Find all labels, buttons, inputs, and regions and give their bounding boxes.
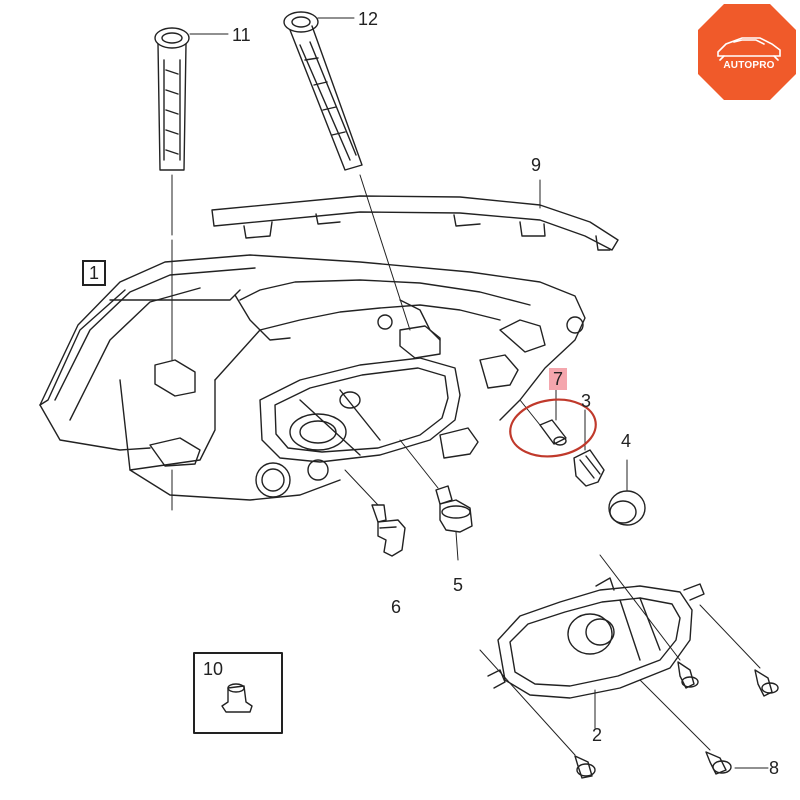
callout-1: 1 — [82, 260, 107, 286]
callout-8: 8 — [769, 758, 780, 778]
logo-text: AUTOPRO — [723, 60, 775, 71]
part-6-bulb — [344, 469, 406, 557]
highlight-ring — [509, 398, 597, 458]
part-9-trim-strip — [211, 179, 619, 251]
callout-12: 12 — [358, 9, 379, 29]
callout-2: 2 — [592, 725, 603, 745]
autopro-logo — [698, 4, 796, 100]
part-1-headlamp-housing — [39, 239, 586, 511]
part-12-adjuster — [283, 11, 411, 331]
callout-9: 9 — [531, 155, 542, 175]
callout-11: 11 — [232, 25, 251, 45]
callout-6: 6 — [391, 597, 402, 617]
part-8-screws — [479, 554, 779, 779]
callout-5: 5 — [453, 575, 464, 595]
part-10-clip — [193, 652, 283, 734]
callout-10: 10 — [203, 659, 224, 679]
car-icon — [717, 37, 781, 61]
part-4-cap — [608, 459, 646, 526]
part-5-bulb — [399, 439, 473, 561]
part-3-bulb-holder — [573, 409, 605, 487]
part-2-fog-lamp — [487, 577, 705, 729]
callout-4: 4 — [621, 431, 632, 451]
part-11-adjuster — [154, 27, 190, 236]
callout-3: 3 — [581, 391, 592, 411]
part-7-small-bulb — [519, 384, 567, 446]
callout-7: 7 — [549, 368, 568, 390]
